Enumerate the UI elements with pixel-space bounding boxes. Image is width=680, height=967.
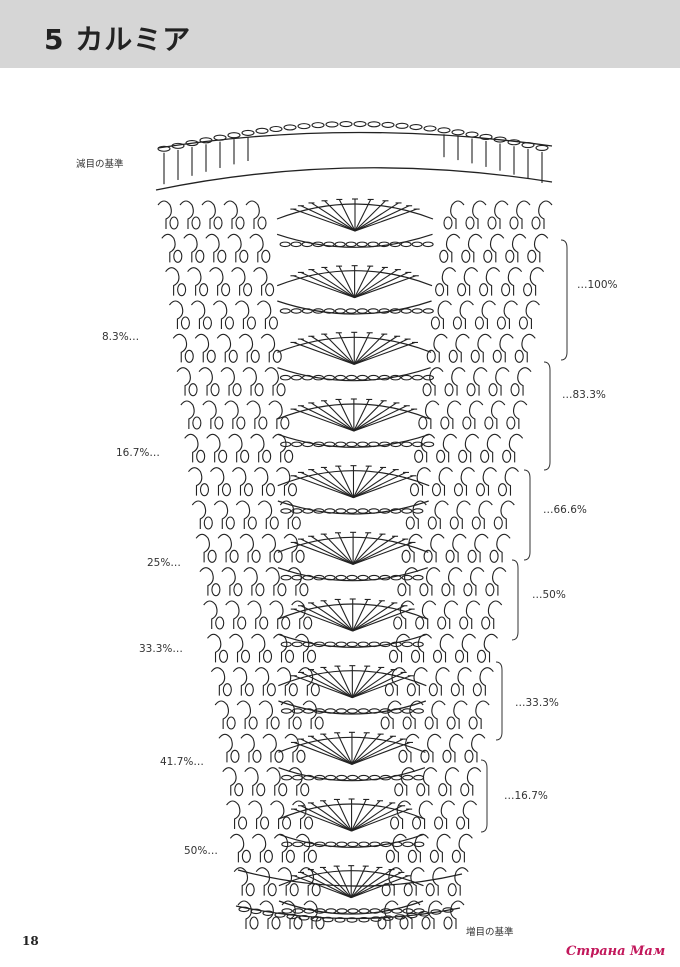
right-percent-label: …50% [532,589,566,601]
left-percent-label: 50%… [184,845,218,857]
right-percent-label: …16.7% [504,790,548,802]
page-number: 18 [22,934,39,948]
left-percent-label: 8.3%… [102,331,140,343]
left-percent-label: 25%… [147,557,181,569]
watermark-logo: Страна Мам [566,944,666,959]
left-percent-label: 16.7%… [116,447,160,459]
increase-reference-label: 増目の基準 [466,927,514,938]
left-percent-label: 33.3%… [139,643,183,655]
right-percent-label: …33.3% [515,697,559,709]
decrease-reference-label: 減目の基準 [76,159,124,170]
page-title: 5 カルミア [44,23,192,56]
right-percent-label: …66.6% [543,504,587,516]
right-percent-label: …100% [577,279,618,291]
left-percent-label: 41.7%… [160,756,204,768]
header-band [0,0,680,68]
right-percent-label: …83.3% [562,389,606,401]
